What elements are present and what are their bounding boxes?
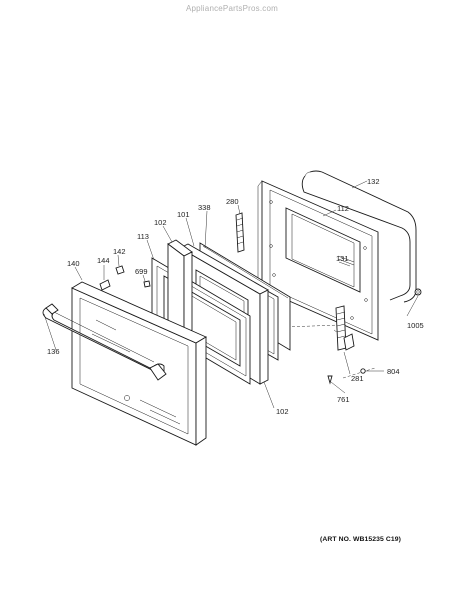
callout-101: 101: [177, 210, 190, 219]
door-side-trim: [167, 239, 193, 335]
leader-lines: [43, 180, 419, 409]
callout-338: 338: [198, 203, 211, 212]
callout-113: 113: [137, 232, 149, 241]
screw-1005: [414, 288, 422, 296]
callout-140: 140: [67, 259, 80, 268]
door-handle: [42, 303, 167, 381]
alignment-line: [342, 367, 376, 379]
screw-761: [327, 375, 333, 385]
outer-door-panel: [71, 281, 207, 446]
callout-102-bottom: 102: [276, 407, 289, 416]
screw-699: [143, 280, 151, 288]
callout-102-top: 102: [154, 218, 167, 227]
callout-1005: 1005: [407, 321, 424, 330]
callout-112: 112: [337, 204, 349, 213]
callout-281: 281: [351, 374, 364, 383]
callout-761: 761: [337, 395, 350, 404]
end-cap-144: [99, 279, 111, 291]
callout-132: 132: [367, 177, 380, 186]
callout-136: 136: [47, 347, 60, 356]
callout-280: 280: [226, 197, 239, 206]
callout-144: 144: [97, 256, 110, 265]
callout-131: 131: [336, 254, 349, 263]
callout-699: 699: [135, 267, 148, 276]
end-cap-142: [115, 265, 125, 275]
callout-142: 142: [113, 247, 126, 256]
hinge-lower: [335, 305, 355, 351]
callout-804: 804: [387, 367, 400, 376]
hinge-upper: [235, 212, 245, 253]
screw-804: [360, 368, 366, 374]
art-number: (ART NO. WB15235 C19): [320, 536, 402, 543]
door-gasket: [301, 170, 417, 303]
inner-door-panel: [257, 180, 379, 341]
watermark: AppliancePartsPros.com: [186, 4, 278, 13]
